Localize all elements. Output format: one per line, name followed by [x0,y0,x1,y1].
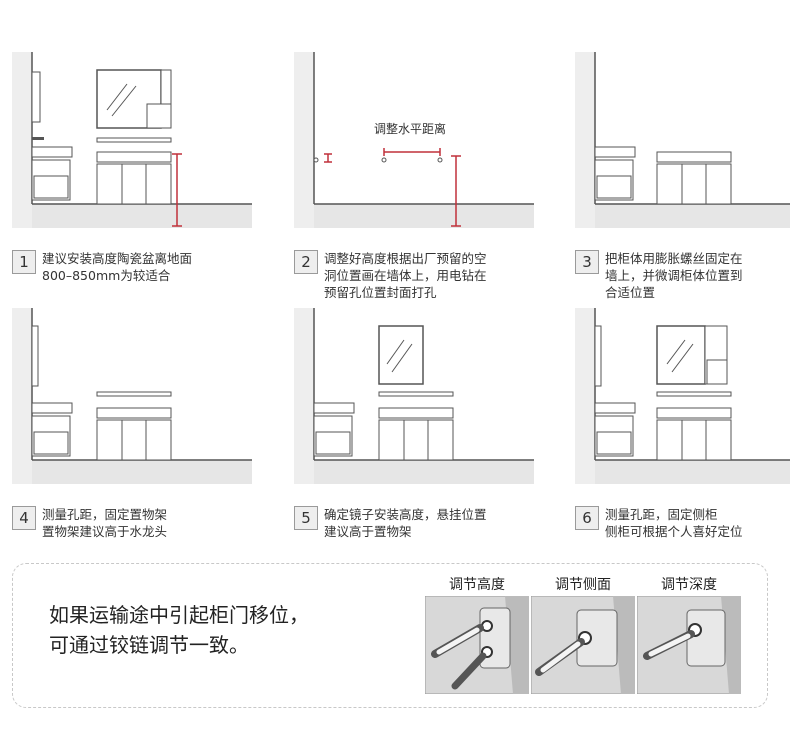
caption-line: 测量孔距，固定侧柜 [605,506,743,523]
step-number: 5 [294,506,318,530]
step-2-caption: 2 调整好高度根据出厂预留的空 洞位置画在墙体上，用电钻在 预留孔位置封面打孔 [294,250,534,290]
step-5-caption: 5 确定镜子安装高度，悬挂位置 建议高于置物架 [294,506,534,546]
caption-line: 合适位置 [605,284,743,301]
hinge-tip-box: 如果运输途中引起柜门移位， 可通过铰链调节一致。 调节高度 调节侧面 调节深度 [12,563,768,708]
caption-line: 测量孔距，固定置物架 [42,506,167,523]
step-number: 2 [294,250,318,274]
tip-line: 如果运输途中引起柜门移位， [49,600,309,630]
caption-line: 把柜体用膨胀螺丝固定在 [605,250,743,267]
step-6-panel: 6 测量孔距，固定侧柜 侧柜可根据个人喜好定位 [575,308,790,538]
step-5-illustration [294,308,534,508]
caption-line: 调整好高度根据出厂预留的空 [324,250,487,267]
caption-line: 建议高于置物架 [324,523,487,540]
step-6-caption: 6 测量孔距，固定侧柜 侧柜可根据个人喜好定位 [575,506,790,546]
step-3-caption: 3 把柜体用膨胀螺丝固定在 墙上，并微调柜体位置到 合适位置 [575,250,790,290]
caption-line: 墙上，并微调柜体位置到 [605,267,743,284]
step-number: 4 [12,506,36,530]
hinge-label: 调节侧面 [531,574,635,594]
step-2-illustration [294,52,534,252]
step-1-illustration [12,52,252,252]
hinge-adjust-depth: 调节深度 [637,596,741,694]
hinge-adjust-height: 调节高度 [425,596,529,694]
caption-line: 洞位置画在墙体上，用电钻在 [324,267,487,284]
hinge-label: 调节高度 [425,574,529,594]
caption-line: 置物架建议高于水龙头 [42,523,167,540]
step-4-panel: 4 测量孔距，固定置物架 置物架建议高于水龙头 [12,308,252,538]
hinge-height-illustration [425,596,529,694]
caption-line: 侧柜可根据个人喜好定位 [605,523,743,540]
hinge-side-illustration [531,596,635,694]
step-1-caption: 1 建议安装高度陶瓷盆离地面 800–850mm为较适合 [12,250,252,290]
caption-line: 确定镜子安装高度，悬挂位置 [324,506,487,523]
step-number: 1 [12,250,36,274]
step-2-panel: 调整水平距离 2 调整好高度根据出厂预留的空 洞位置画在墙体上，用电钻在 预留孔… [294,52,534,282]
hinge-adjust-side: 调节侧面 [531,596,635,694]
caption-line: 建议安装高度陶瓷盆离地面 [42,250,192,267]
hinge-label: 调节深度 [637,574,741,594]
step-4-illustration [12,308,252,508]
step-number: 6 [575,506,599,530]
step-4-caption: 4 测量孔距，固定置物架 置物架建议高于水龙头 [12,506,252,546]
step-3-panel: 3 把柜体用膨胀螺丝固定在 墙上，并微调柜体位置到 合适位置 [575,52,790,282]
hinge-depth-illustration [637,596,741,694]
tip-line: 可通过铰链调节一致。 [49,630,309,660]
step-3-illustration [575,52,790,252]
caption-line: 800–850mm为较适合 [42,267,192,284]
horizontal-distance-label: 调整水平距离 [374,120,446,137]
step-number: 3 [575,250,599,274]
caption-line: 预留孔位置封面打孔 [324,284,487,301]
tip-text: 如果运输途中引起柜门移位， 可通过铰链调节一致。 [49,600,309,660]
step-5-panel: 5 确定镜子安装高度，悬挂位置 建议高于置物架 [294,308,534,538]
step-6-illustration [575,308,790,508]
step-1-panel: 1 建议安装高度陶瓷盆离地面 800–850mm为较适合 [12,52,252,282]
